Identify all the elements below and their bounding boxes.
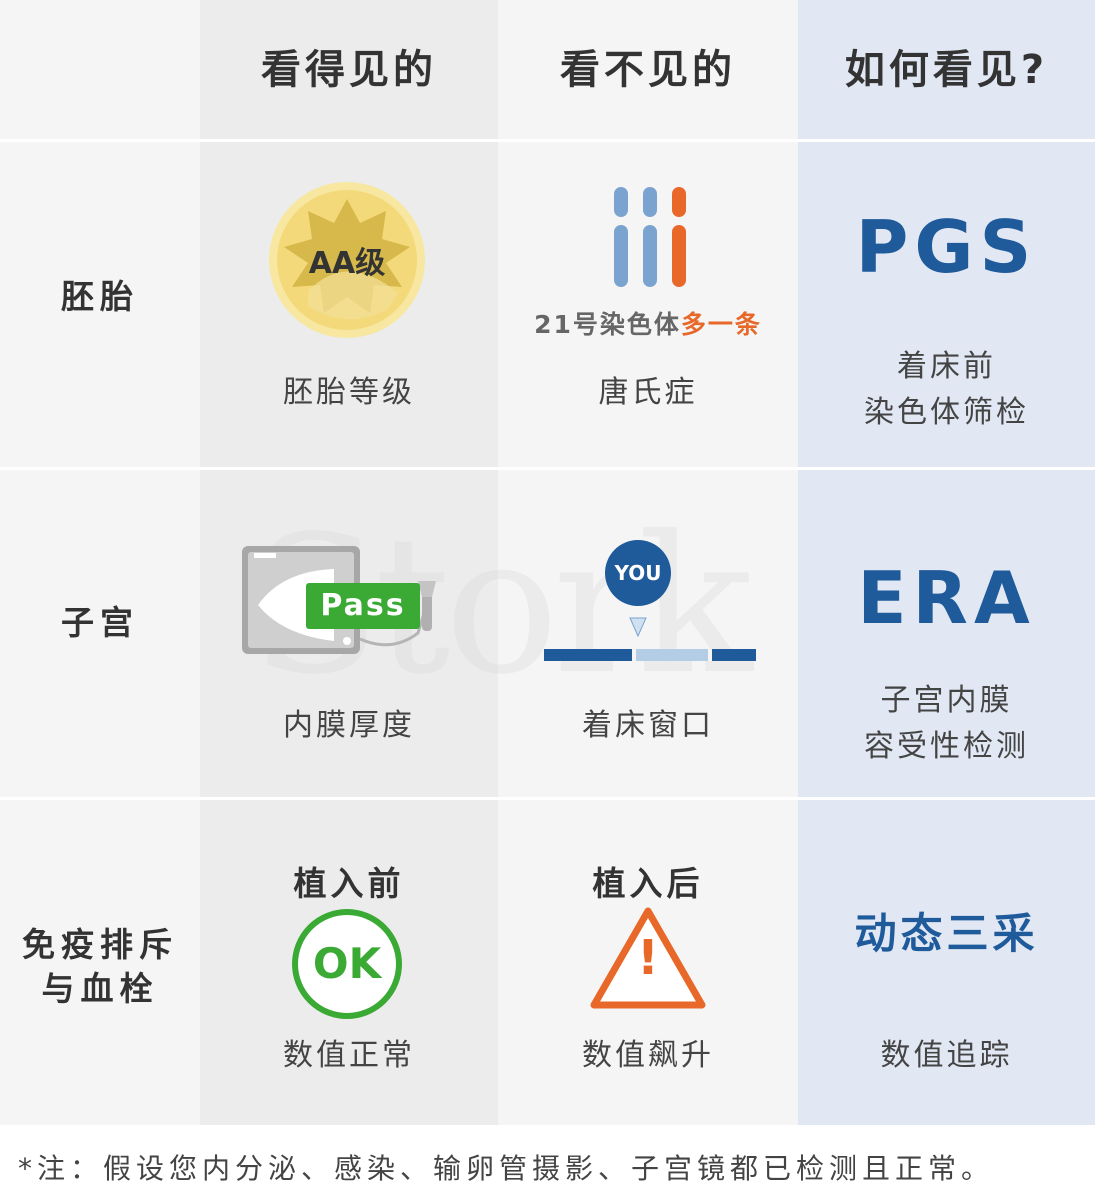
caption-embryo-grade: 胚胎等级	[283, 375, 415, 410]
header-how-to-see: 如何看见?	[844, 47, 1049, 93]
row-divider	[0, 467, 1095, 470]
warning-glyph: !	[637, 930, 659, 986]
pass-badge: Pass	[306, 583, 420, 629]
title-before-implantation: 植入前	[293, 864, 405, 903]
caption-endometrium-thickness: 内膜厚度	[283, 708, 415, 743]
ok-text: OK	[312, 939, 382, 988]
row-divider	[0, 797, 1095, 800]
header-visible: 看得见的	[261, 47, 437, 93]
era-desc-line2: 容受性检测	[864, 729, 1029, 764]
caption-value-tracking: 数值追踪	[880, 1038, 1013, 1073]
caption-value-surge: 数值飙升	[582, 1038, 714, 1073]
chromosome-note-prefix: 21号染色体	[534, 310, 681, 339]
row-label-uterus: 子宫	[61, 603, 139, 642]
chromosome-note: 21号染色体多一条	[498, 305, 798, 341]
caption-down-syndrome: 唐氏症	[598, 375, 698, 410]
chromosome-icon	[614, 187, 686, 287]
caption-implantation-window: 着床窗口	[582, 708, 714, 743]
dynamic-sampling-title: 动态三采	[854, 909, 1039, 958]
ok-circle-icon	[292, 909, 402, 1019]
footnote: *注：假设您内分泌、感染、输卵管摄影、子宫镜都已检测且正常。	[18, 1152, 995, 1185]
acronym-era: ERA	[857, 556, 1036, 640]
title-after-implantation: 植入后	[592, 864, 704, 903]
implantation-window-icon	[544, 540, 756, 661]
row-label-immune-line1: 免疫排斥	[22, 925, 178, 964]
caption-value-normal: 数值正常	[283, 1038, 415, 1073]
pgs-desc-line2: 染色体筛检	[864, 395, 1029, 430]
row-label-immune-line2: 与血栓	[41, 969, 159, 1008]
acronym-pgs: PGS	[855, 205, 1038, 289]
warning-triangle-icon	[590, 907, 706, 1009]
pgs-desc-line1: 着床前	[897, 349, 996, 384]
you-pin-text: YOU	[614, 561, 662, 585]
embryo-grade-badge-icon	[269, 182, 425, 338]
era-desc-line1: 子宫内膜	[880, 683, 1013, 718]
header-invisible: 看不见的	[560, 47, 736, 93]
row-label-column	[0, 0, 200, 1125]
embryo-grade-badge-text: AA级	[308, 246, 386, 281]
row-divider	[0, 139, 1095, 142]
row-label-embryo: 胚胎	[61, 277, 139, 316]
chromosome-note-highlight: 多一条	[680, 310, 762, 339]
solution-column	[798, 0, 1095, 1125]
